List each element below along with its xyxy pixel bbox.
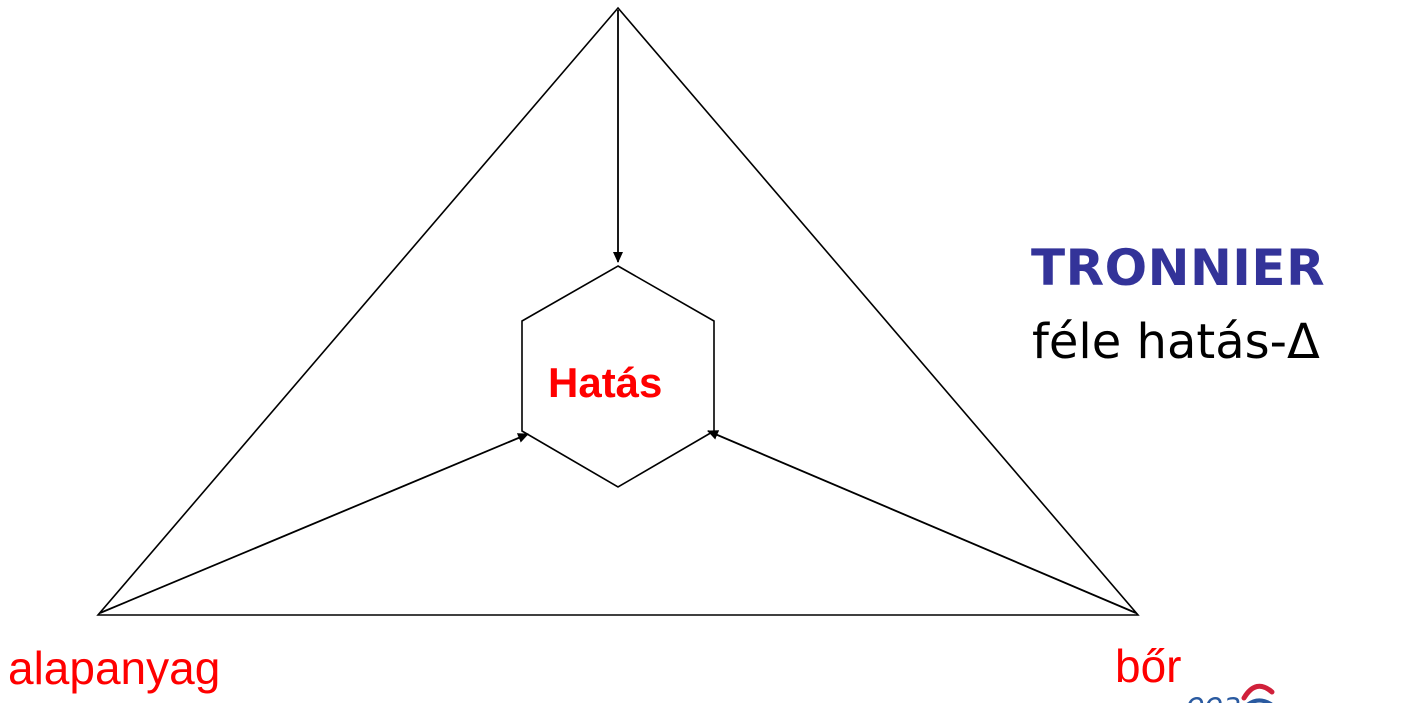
- arrow-right-to-center: [707, 430, 1137, 614]
- eea-logo-icon: eea: [1180, 676, 1360, 703]
- vertex-label-right: bőr: [1115, 640, 1182, 692]
- vertex-label-left: alapanyag: [8, 642, 221, 694]
- svg-text:eea: eea: [1186, 687, 1241, 703]
- center-hexagon: [521, 265, 715, 488]
- center-label: Hatás: [548, 359, 663, 406]
- arrow-left-to-center: [99, 433, 529, 614]
- outer-triangle: [96, 6, 1140, 616]
- page-subtitle: féle hatás-Δ: [1032, 314, 1320, 370]
- page-title: TRONNIER: [1031, 239, 1326, 297]
